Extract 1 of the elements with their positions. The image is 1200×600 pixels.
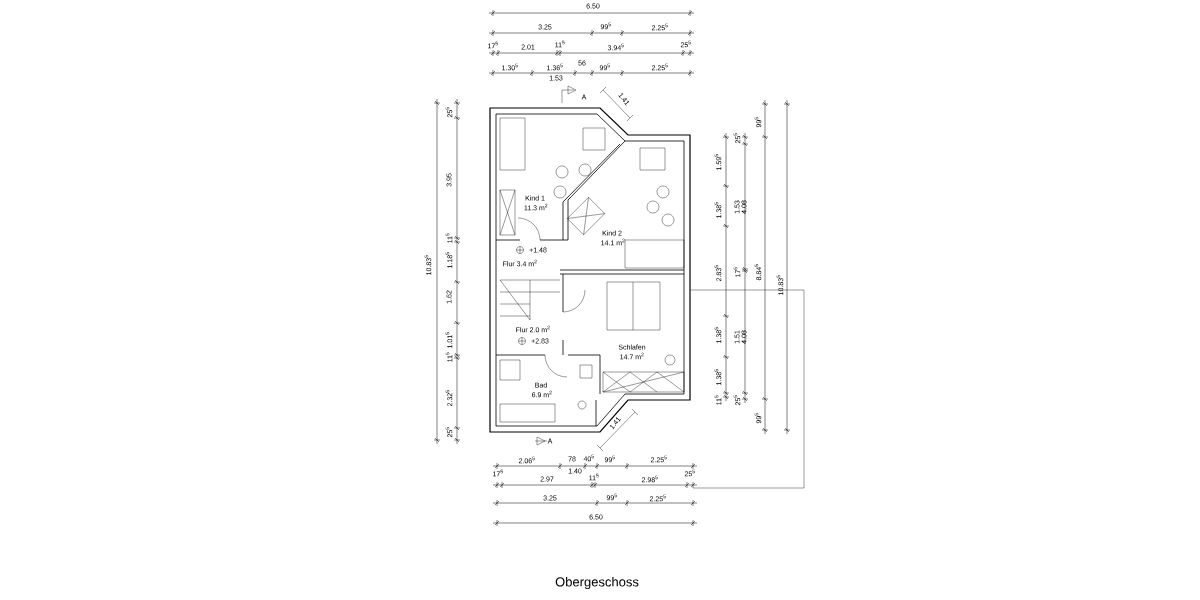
caption: Obergeschoss bbox=[555, 576, 639, 590]
